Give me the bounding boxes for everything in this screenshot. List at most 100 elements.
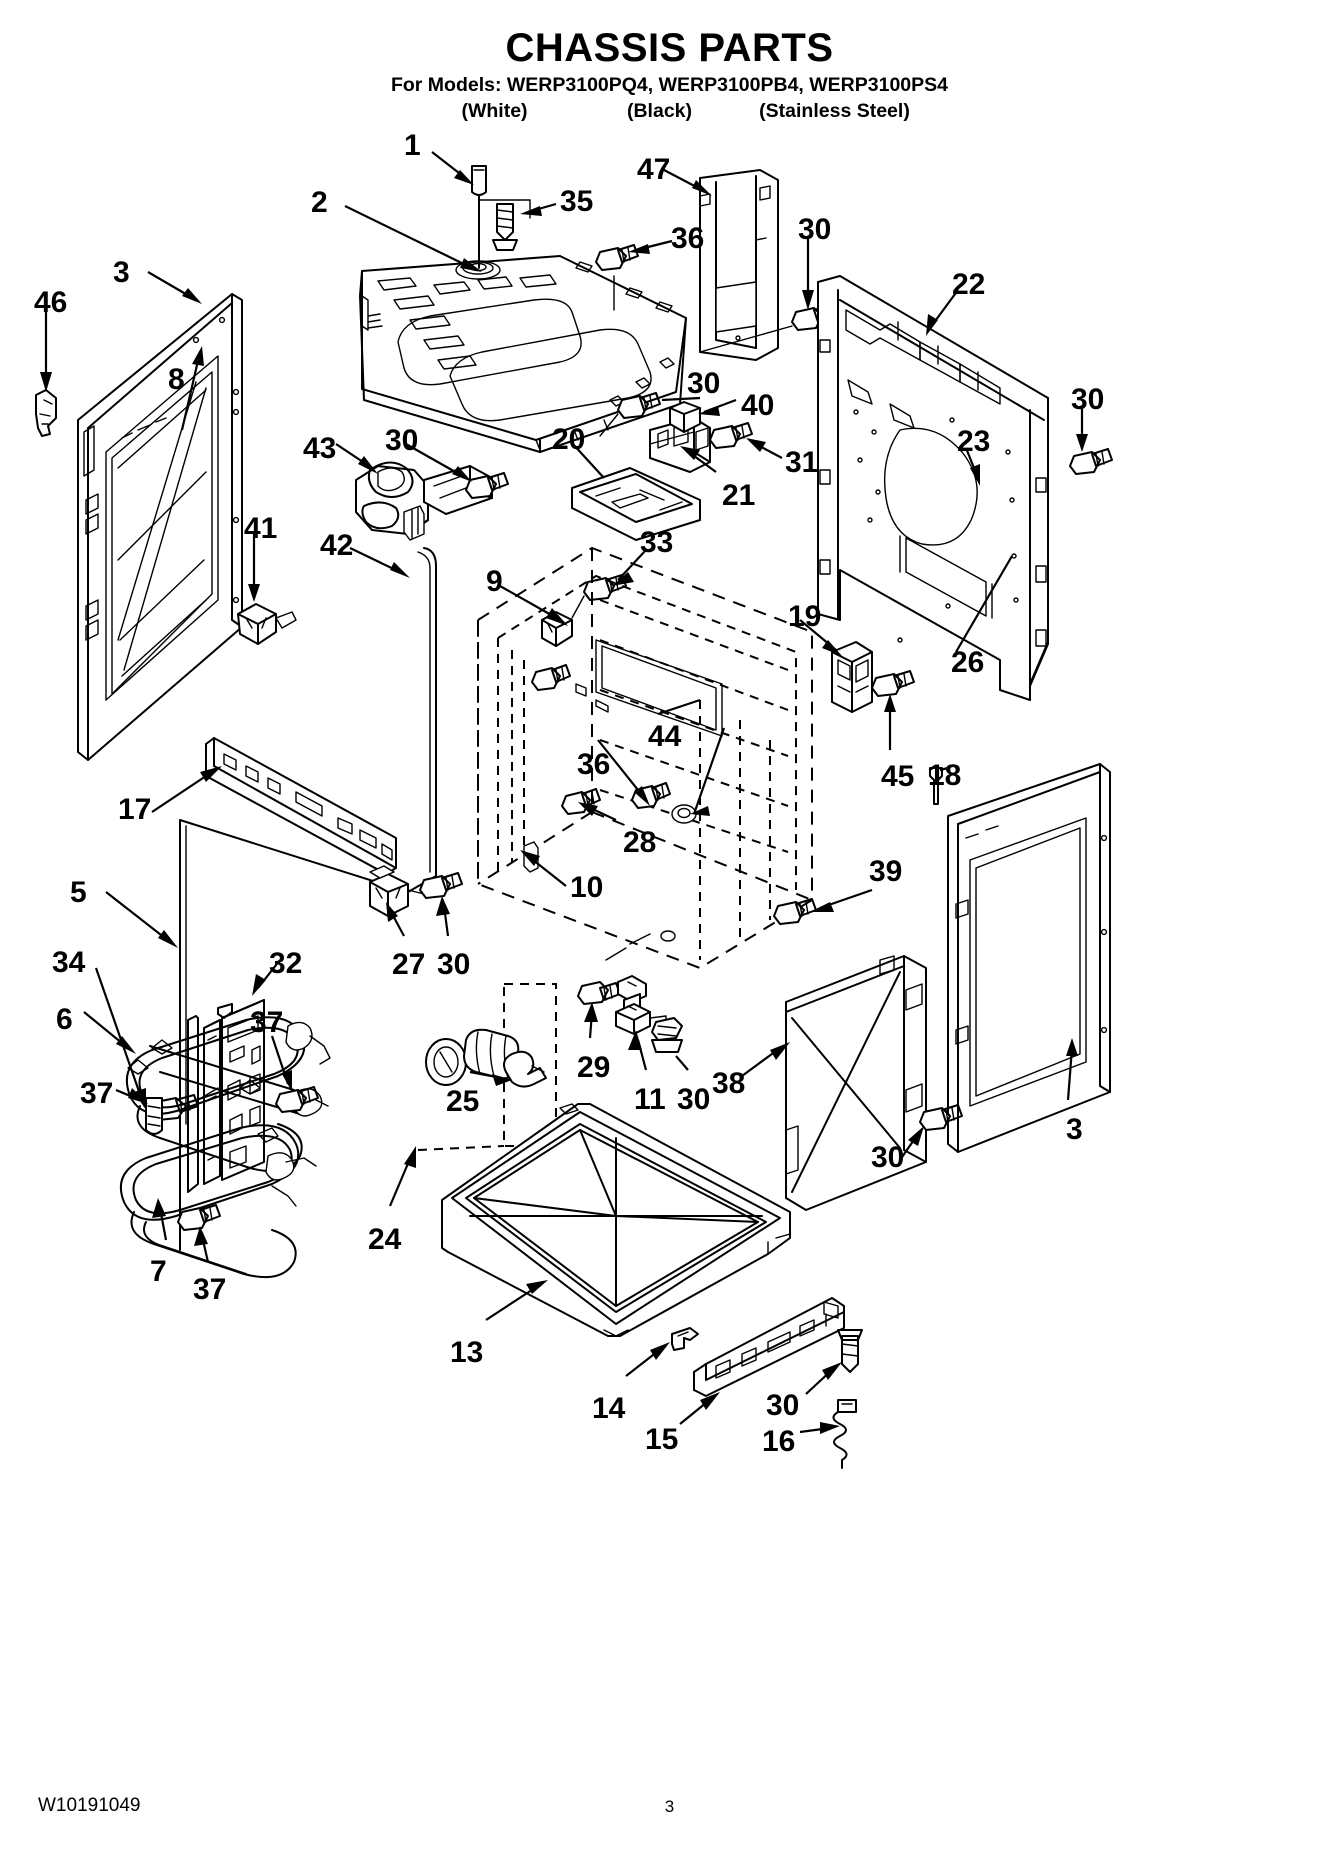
part-9-oven-cavity	[477, 546, 813, 970]
callout-number-40: 40	[741, 389, 775, 422]
part-37-screw-b	[177, 1204, 221, 1231]
part-42-wire-rod	[179, 547, 437, 1251]
part-30-screw-hinge	[651, 1017, 683, 1053]
part-30-screw-terminal	[419, 872, 463, 899]
callout-number-36: 36	[577, 748, 611, 781]
part-33-bracket	[541, 611, 573, 647]
part-46-hinge-clip	[35, 389, 57, 437]
part-30-screw-lower-right	[919, 1104, 963, 1131]
footer-part-code: W10191049	[38, 1795, 141, 1816]
part-10-screw	[561, 788, 601, 815]
callout-number-3: 3	[1066, 1113, 1083, 1146]
callout-number-29: 29	[577, 1051, 611, 1084]
callout-number-23: 23	[957, 425, 991, 458]
callout-number-19: 19	[788, 600, 822, 633]
leader-30-mid	[661, 396, 701, 402]
callout-number-30: 30	[687, 367, 721, 400]
callout-number-37: 37	[250, 1006, 284, 1039]
callout-number-5: 5	[70, 876, 87, 909]
leader-13	[485, 1285, 539, 1321]
callout-number-11: 11	[634, 1083, 666, 1116]
part-14-clip	[671, 1327, 699, 1351]
arrow-46	[40, 372, 52, 392]
callout-number-36: 36	[671, 222, 705, 255]
part-32-lock-assembly	[187, 999, 265, 1193]
callout-number-17: 17	[118, 793, 152, 826]
callout-number-10: 10	[570, 871, 604, 904]
part-3-left-door-frame	[77, 293, 243, 761]
part-41-clip	[237, 603, 297, 645]
part-30-screw-mid	[599, 392, 661, 437]
part-29-screw	[577, 981, 621, 1005]
callout-number-31: 31	[785, 446, 819, 479]
part-15-bottom-rail	[693, 1297, 845, 1397]
color-label-white: (White)	[461, 100, 528, 122]
callout-number-35: 35	[560, 185, 594, 218]
part-37-stud	[145, 1097, 163, 1135]
part-22-rear-chassis	[817, 275, 1049, 701]
callout-number-33: 33	[640, 526, 674, 559]
callout-number-30: 30	[385, 424, 419, 457]
callout-number-30: 30	[766, 1389, 800, 1422]
callout-number-45: 45	[881, 760, 915, 793]
callout-number-6: 6	[56, 1003, 73, 1036]
callout-number-1: 1	[404, 129, 421, 162]
color-label-black: (Black)	[626, 100, 693, 122]
callout-number-20: 20	[552, 423, 586, 456]
part-36-screw-cavity-2	[531, 664, 571, 691]
callout-number-34: 34	[52, 946, 86, 979]
leader-17	[151, 771, 213, 813]
callout-number-18: 18	[928, 759, 962, 792]
callout-number-13: 13	[450, 1336, 484, 1369]
callout-number-38: 38	[712, 1067, 746, 1100]
color-label-stainless: (Stainless Steel)	[759, 100, 910, 122]
callout-number-44: 44	[648, 720, 682, 753]
leader-3-right	[1066, 1047, 1074, 1101]
part-30-screw-rail	[837, 1329, 863, 1373]
callout-number-25: 25	[446, 1085, 480, 1118]
leader-34	[94, 967, 144, 1101]
part-21-switch-block	[649, 417, 711, 473]
leader-8	[180, 351, 202, 431]
part-31-screw	[709, 422, 753, 449]
callout-number-30: 30	[798, 213, 832, 246]
part-36-screw-cavity	[631, 782, 671, 809]
footer-page-number: 3	[664, 1797, 675, 1816]
callout-number-7: 7	[150, 1255, 167, 1288]
callout-number-30: 30	[1071, 383, 1105, 416]
callout-number-8: 8	[168, 363, 185, 396]
callout-number-24: 24	[368, 1223, 402, 1256]
callout-number-3: 3	[113, 256, 130, 289]
part-16-spring	[832, 1399, 857, 1469]
part-3-right-door-frame	[947, 763, 1111, 1153]
part-7-lower-element	[119, 1124, 317, 1278]
part-20-latch-bracket	[571, 467, 701, 541]
callout-number-43: 43	[303, 432, 337, 465]
callout-number-30: 30	[677, 1083, 711, 1116]
callout-number-46: 46	[34, 286, 68, 319]
part-2-cooktop	[359, 255, 687, 453]
callout-number-9: 9	[486, 565, 503, 598]
part-30-screw-right-edge	[1069, 448, 1113, 475]
part-47-side-panel	[699, 169, 779, 361]
part-40-nut	[669, 401, 701, 433]
callout-number-41: 41	[244, 512, 278, 545]
leader-5	[105, 891, 171, 943]
leader-44	[657, 698, 701, 716]
part-39-screw	[773, 898, 817, 925]
leader-44b	[692, 727, 726, 815]
leader-26	[955, 555, 1013, 653]
leader-30-hinge	[675, 1055, 689, 1071]
models-line: For Models: WERP3100PQ4, WERP3100PB4, WE…	[390, 74, 949, 96]
part-11-hinge	[615, 975, 667, 1035]
callout-number-27: 27	[392, 948, 426, 981]
part-18-pin	[929, 767, 943, 805]
part-17-rail	[205, 737, 397, 875]
callout-number-37: 37	[193, 1273, 227, 1306]
color-labels-row: (White) (Black) (Stainless Steel)	[0, 100, 1339, 123]
callout-number-42: 42	[320, 529, 354, 562]
part-38-rear-cover	[785, 955, 927, 1211]
callout-number-14: 14	[592, 1392, 626, 1425]
callout-number-16: 16	[762, 1425, 796, 1458]
part-13-bottom-pan	[441, 1103, 791, 1337]
